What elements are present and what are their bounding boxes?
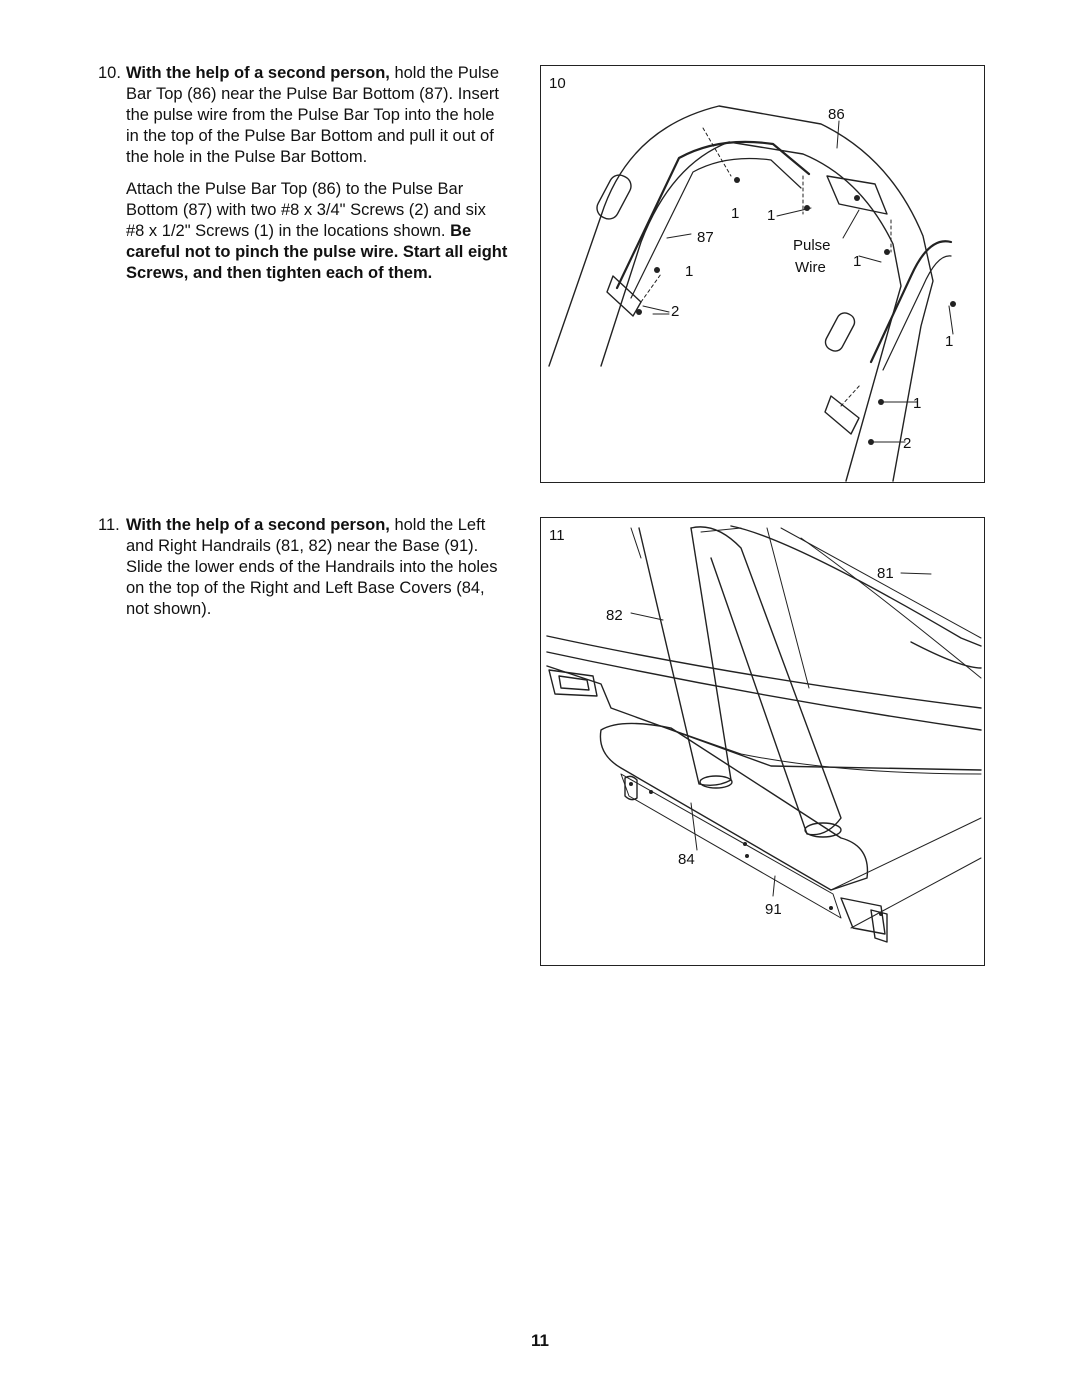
callout-82: 82 — [606, 607, 623, 624]
callout-screw: 1 — [685, 263, 693, 280]
figure-11-handrails: 11 81 82 84 91 — [540, 517, 985, 966]
bold-lead: With the help of a second person, — [126, 516, 390, 534]
callout-screw: 1 — [913, 395, 921, 412]
page-number: 11 — [531, 1331, 549, 1350]
paragraph-text: hold the Pulse Bar Top (86) near the Pul… — [126, 64, 500, 166]
callout-screw: 2 — [671, 303, 679, 320]
pulse-wire-label: Pulse — [793, 237, 831, 254]
step-number: 11. — [98, 516, 120, 534]
callout-84: 84 — [678, 851, 695, 868]
callout-screw: 2 — [903, 435, 911, 452]
figure-number: 11 — [549, 527, 565, 544]
step-number: 10. — [98, 64, 121, 82]
handrail-illustration: 11 81 82 84 91 — [546, 525, 982, 943]
callout-87: 87 — [697, 229, 714, 246]
bold-lead: With the help of a second person, — [126, 64, 390, 82]
step-10: 10. With the help of a second person, ho… — [98, 63, 508, 295]
step-paragraph: With the help of a second person, hold t… — [126, 515, 508, 620]
warning-text: Be careful not to pinch the pulse wire. … — [126, 222, 508, 282]
callout-screw: 1 — [853, 253, 861, 270]
pulse-bar-illustration: 10 86 87 1 1 1 2 Pulse Wire 1 1 1 2 — [548, 75, 956, 482]
callout-91: 91 — [765, 901, 782, 918]
callout-screw: 1 — [945, 333, 953, 350]
step-body: With the help of a second person, hold t… — [126, 515, 508, 620]
step-11: 11. With the help of a second person, ho… — [98, 515, 508, 631]
step-paragraph: With the help of a second person, hold t… — [126, 63, 508, 168]
callout-81: 81 — [877, 565, 894, 582]
callout-86: 86 — [828, 106, 845, 123]
paragraph-text: hold the Left and Right Handrails (81, 8… — [126, 516, 498, 618]
figure-number: 10 — [549, 75, 566, 92]
callout-screw: 1 — [767, 207, 775, 224]
figure-10-pulse-bar: 10 86 87 1 1 1 2 Pulse Wire 1 1 1 2 — [540, 65, 985, 483]
callout-screw: 1 — [731, 205, 739, 222]
step-paragraph: Attach the Pulse Bar Top (86) to the Pul… — [126, 179, 508, 284]
pulse-wire-label: Wire — [795, 259, 826, 276]
step-body: With the help of a second person, hold t… — [126, 63, 508, 284]
paragraph-text: Attach the Pulse Bar Top (86) to the Pul… — [126, 180, 486, 240]
